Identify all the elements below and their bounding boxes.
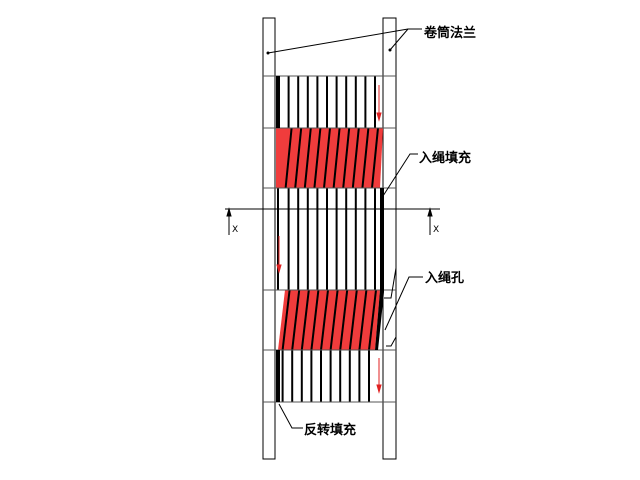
arrow-down-icon (376, 384, 382, 394)
rope-turn (323, 127, 331, 189)
rope-turn (361, 127, 370, 189)
rope-turn (284, 127, 293, 189)
rope-turn (368, 289, 377, 351)
reverse-fill-bottom (276, 350, 280, 402)
reverse-fill-top (276, 76, 280, 128)
leader-lines (266, 28, 423, 429)
thick-ropes (276, 76, 384, 402)
rope-turn (358, 289, 368, 351)
direction-arrows (276, 85, 382, 394)
red-layer-top (276, 128, 383, 188)
rope-turn (339, 289, 349, 351)
right-flange (382, 17, 397, 460)
label-rope-entry-hole: 入绳孔 (425, 270, 464, 286)
label-reverse-fill: 反转填充 (304, 422, 356, 438)
rope-turn (371, 127, 379, 189)
rope-turn (332, 127, 341, 189)
label-drum-flange: 卷筒法兰 (424, 25, 476, 41)
rope-turn (281, 289, 291, 351)
axis (225, 207, 440, 235)
rope-turn (348, 289, 358, 351)
layer-lines (263, 75, 396, 403)
left-flange (262, 17, 276, 460)
rope-turn (310, 289, 320, 351)
rope-turn (342, 127, 351, 189)
rope-turn (313, 127, 322, 189)
rope-lines (277, 76, 379, 402)
rope-turn (291, 289, 301, 351)
rope-entry-fill (375, 188, 384, 350)
label-rope-entry-fill: 入绳填充 (419, 150, 471, 166)
rope-turn (303, 127, 312, 189)
arrow-down-icon (276, 264, 282, 274)
axis-label-right: X (433, 225, 439, 235)
axis-label-left: X (232, 225, 238, 235)
rope-turn (300, 289, 310, 351)
rope-turn (320, 289, 329, 351)
rope-turn (294, 127, 303, 189)
rope-turn (329, 289, 339, 351)
arrow-down-icon (376, 112, 382, 122)
rope-turn (351, 127, 360, 189)
